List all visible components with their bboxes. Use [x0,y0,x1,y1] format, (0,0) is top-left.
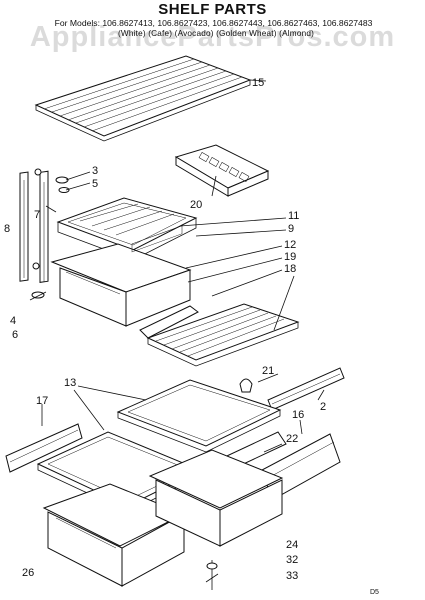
model-list: For Models: 106.8627413, 106.8627423, 10… [54,18,373,28]
callout-20: 20 [190,199,202,211]
crisper-pan-right [148,449,284,547]
crisper-cover-back [116,379,282,453]
callout-19: 19 [284,251,296,263]
callout-5: 5 [92,178,98,190]
crisper-cover-glass [139,303,300,367]
leader-lines [41,79,325,453]
callout-12: 12 [284,239,296,251]
callout-24: 24 [286,539,298,551]
meat-pan [50,225,192,327]
egg-tray [174,144,270,197]
callout-6: 6 [12,329,18,341]
wire-shelf [34,55,252,142]
callout-16: 16 [292,409,304,421]
callout-13: 13 [64,377,76,389]
clip [239,378,253,393]
page-title: SHELF PARTS [158,1,267,18]
callout-2: 2 [320,401,326,413]
callout-3: 3 [92,165,98,177]
callout-8: 8 [4,223,10,235]
callout-21: 21 [262,365,274,377]
callout-17: 17 [36,395,48,407]
callout-15: 15 [252,77,264,89]
callout-32: 32 [286,554,298,566]
callout-33: 33 [286,570,298,582]
side-rails [19,168,70,301]
color-list: (White) (Cafe) (Avocado) (Golden Wheat) … [118,29,315,38]
side-rail-right [267,367,345,411]
side-rail-left [5,423,83,473]
callout-18: 18 [284,263,296,275]
roller-assembly [205,560,219,590]
callout-4: 4 [10,315,16,327]
figure-code: D5 [370,589,379,596]
callout-9: 9 [288,223,294,235]
callout-7: 7 [34,209,40,221]
callout-26: 26 [22,567,34,579]
callout-11: 11 [288,210,299,222]
callout-22: 22 [286,433,298,445]
